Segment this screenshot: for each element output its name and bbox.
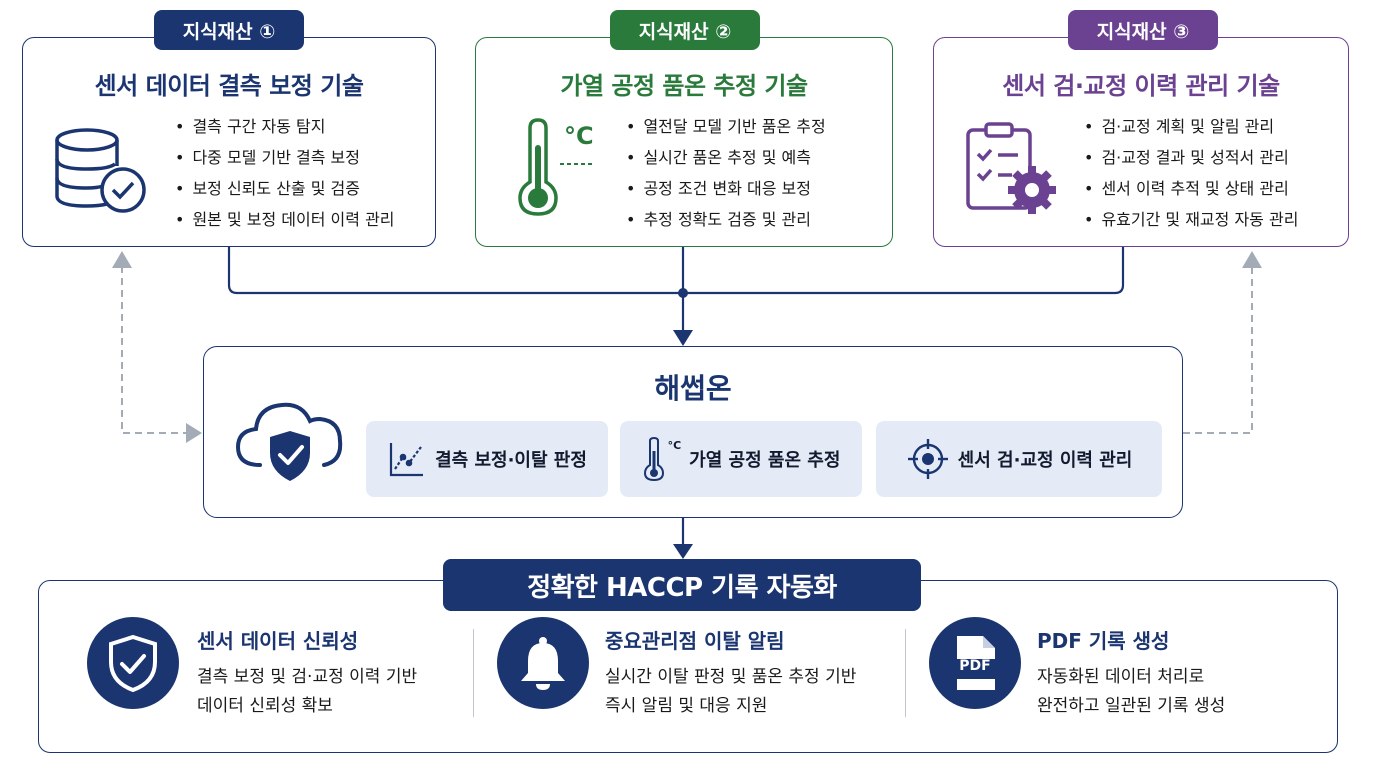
asset-card-1: 센서 데이터 결측 보정 기술 결측 구간 자동 탐지 다중 모델 기반 결측 … (22, 37, 436, 247)
bullet: 보정 신뢰도 산출 및 검증 (175, 173, 395, 204)
merge-line (227, 247, 1125, 295)
clipboard-gear-icon (966, 122, 1056, 214)
asset-card-2-bullets: 열전달 모델 기반 품온 추정 실시간 품온 추정 및 예측 공정 조건 변화 … (626, 111, 826, 235)
hub-module-2-label: 가열 공정 품온 추정 (689, 450, 841, 471)
asset-card-1-bullets: 결측 구간 자동 탐지 다중 모델 기반 결측 보정 보정 신뢰도 산출 및 검… (175, 111, 395, 235)
database-check-icon (55, 128, 146, 213)
hub-module-2-unit: °C (667, 439, 682, 452)
bullet: 검·교정 결과 및 성적서 관리 (1084, 142, 1298, 173)
hub-module-1-label: 결측 보정·이탈 판정 (435, 450, 587, 471)
bullet: 결측 구간 자동 탐지 (175, 111, 395, 142)
result-item-3-title: PDF 기록 생성 (1037, 629, 1170, 653)
trend-line-icon (389, 443, 424, 477)
asset-card-1-title: 센서 데이터 결측 보정 기술 (94, 72, 364, 100)
bullet: 실시간 품온 추정 및 예측 (626, 142, 826, 173)
bullet: 검·교정 계획 및 알림 관리 (1084, 111, 1298, 142)
hub-card: 해썹온 결측 보정·이탈 판정 °C 가열 공정 품온 추정 (203, 346, 1183, 518)
result-item-1-title: 센서 데이터 신뢰성 (197, 629, 359, 653)
asset-card-3: 센서 검·교정 이력 관리 기술 검·교정 계획 (933, 37, 1349, 247)
asset-tag-3: 지식재산 ③ (1068, 10, 1218, 50)
desc-line: 자동화된 데이터 처리로 (1037, 667, 1205, 687)
asset-card-2-title: 가열 공정 품온 추정 기술 (560, 72, 808, 100)
bullet: 다중 모델 기반 결측 보정 (175, 142, 395, 173)
right-feedback-head-up (1242, 251, 1262, 268)
target-icon (907, 439, 948, 479)
pdf-file-icon: PDF (929, 617, 1021, 709)
asset-card-3-title: 센서 검·교정 이력 관리 기술 (1002, 72, 1280, 100)
result-divider-1 (473, 629, 474, 717)
bullet: 추정 정확도 검증 및 관리 (626, 204, 826, 235)
desc-line: 즉시 알림 및 대응 지원 (605, 696, 768, 716)
thermometer-unit-label: °C (564, 122, 594, 150)
left-feedback-head-up (112, 251, 132, 268)
desc-line: 완전하고 일관된 기록 생성 (1037, 696, 1226, 716)
bullet: 공정 조건 변화 대응 보정 (626, 173, 826, 204)
asset-card-2: 가열 공정 품온 추정 기술 °C 열전달 모델 기반 품온 추정 실시간 품온… (475, 37, 893, 247)
hub-module-3-label: 센서 검·교정 이력 관리 (957, 450, 1133, 471)
bell-icon (497, 617, 589, 709)
desc-line: 데이터 신뢰성 확보 (197, 696, 333, 716)
thermometer-icon (643, 437, 664, 481)
desc-line: 결측 보정 및 검·교정 이력 기반 (197, 667, 418, 687)
hub-module-3: 센서 검·교정 이력 관리 (876, 421, 1162, 497)
bullet: 센서 이력 추적 및 상태 관리 (1084, 173, 1298, 204)
asset-tag-2: 지식재산 ② (610, 10, 760, 50)
asset-tag-1: 지식재산 ① (154, 10, 304, 50)
arrow-to-hub-head (673, 330, 693, 346)
right-feedback-dashed (1183, 266, 1253, 434)
shield-check-icon (87, 617, 179, 709)
cloud-shield-icon (235, 402, 343, 481)
result-item-3-desc: 자동화된 데이터 처리로 완전하고 일관된 기록 생성 (1037, 663, 1225, 721)
arrow-to-banner-head (673, 544, 693, 559)
asset-card-3-bullets: 검·교정 계획 및 알림 관리 검·교정 결과 및 성적서 관리 센서 이력 추… (1084, 111, 1298, 235)
hub-module-2: °C 가열 공정 품온 추정 (620, 421, 862, 497)
bullet: 열전달 모델 기반 품온 추정 (626, 111, 825, 142)
result-card: 센서 데이터 신뢰성 결측 보정 및 검·교정 이력 기반 데이터 신뢰성 확보… (38, 580, 1338, 753)
result-item-1-desc: 결측 보정 및 검·교정 이력 기반 데이터 신뢰성 확보 (197, 663, 417, 721)
thermometer-icon (518, 118, 592, 216)
hub-module-1: 결측 보정·이탈 판정 (366, 421, 608, 497)
result-item-2-desc: 실시간 이탈 판정 및 품온 추정 기반 즉시 알림 및 대응 지원 (605, 663, 856, 721)
pdf-icon-text: PDF (959, 658, 991, 674)
result-divider-2 (905, 629, 906, 717)
hub-title: 해썹온 (654, 372, 732, 405)
left-feedback-dashed (121, 266, 188, 434)
desc-line: 실시간 이탈 판정 및 품온 추정 기반 (605, 667, 857, 687)
result-banner: 정확한 HACCP 기록 자동화 (443, 559, 921, 611)
result-item-2-title: 중요관리점 이탈 알림 (605, 629, 785, 653)
bullet: 유효기간 및 재교정 자동 관리 (1084, 204, 1298, 235)
bullet: 원본 및 보정 데이터 이력 관리 (175, 204, 394, 235)
left-feedback-head-right (186, 423, 202, 443)
